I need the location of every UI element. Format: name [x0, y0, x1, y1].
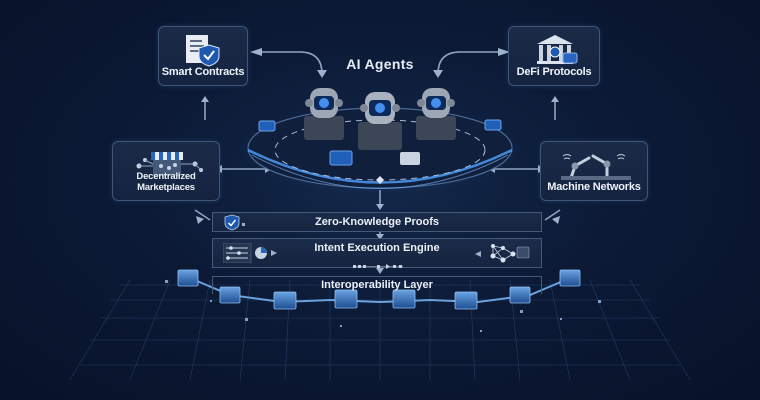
bank-icon	[509, 33, 599, 69]
node-label: Machine Networks	[547, 181, 641, 193]
layer-zero-knowledge-proofs[interactable]: Zero-Knowledge Proofs	[212, 212, 542, 232]
layer-label: Intent Execution Engine	[314, 242, 440, 254]
node-label: Smart Contracts	[161, 66, 245, 78]
node-label: DeFi Protocols	[516, 66, 592, 78]
node-defi-protocols[interactable]: DeFi Protocols	[508, 26, 600, 86]
ai-agents-title: AI Agents	[346, 56, 414, 72]
sliders-icon	[223, 243, 277, 263]
layer-label: Zero-Knowledge Proofs	[314, 216, 440, 228]
execution-pipeline-icon	[353, 257, 403, 269]
robot-arm-icon	[541, 148, 647, 184]
shield-check-icon	[224, 214, 245, 231]
layer-intent-execution-engine[interactable]: Intent Execution Engine	[212, 238, 542, 269]
node-smart-contracts[interactable]: Smart Contracts	[158, 26, 248, 86]
node-machine-networks[interactable]: Machine Networks	[540, 141, 648, 201]
layer-interoperability[interactable]: Interoperability Layer	[212, 276, 542, 294]
layer-label: Interoperability Layer	[321, 279, 433, 291]
node-label: Decentralized Marketplaces	[136, 171, 196, 193]
grid	[69, 279, 691, 381]
document-shield-icon	[159, 33, 247, 69]
node-decentralized-marketplaces[interactable]: Decentralized Marketplaces	[112, 141, 220, 201]
ai-agents-robots	[258, 88, 502, 166]
network-graph-icon	[475, 244, 530, 263]
storefront-network-icon	[113, 148, 219, 184]
